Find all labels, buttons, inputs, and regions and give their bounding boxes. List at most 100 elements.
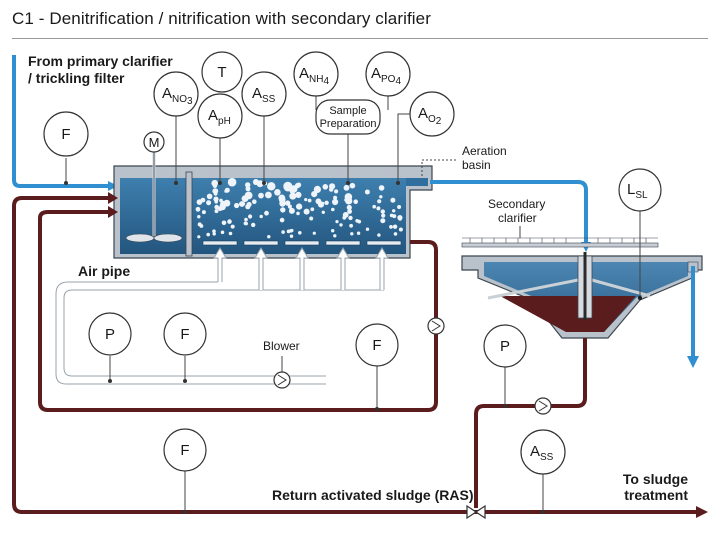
instrument-pressure-air: P [88,312,132,383]
air-bubble [335,220,339,224]
air-bubble [312,231,316,235]
title-divider [12,38,708,39]
instrument-phosphate: APO4 [365,51,411,110]
air-bubble [331,207,335,212]
air-bubble [377,233,381,237]
air-bubble [227,219,232,224]
air-bubble [212,229,216,233]
air-bubble [343,184,350,191]
air-bubble [264,210,269,216]
air-bubble [311,191,318,198]
svg-text:F: F [372,337,381,354]
instrument-suspended-solids-basin: ASS [241,71,287,185]
air-bubble [321,210,325,214]
air-bubble [265,191,272,199]
air-bubble [355,219,359,223]
instrument-sludge-level: LSL [618,168,662,296]
air-bubble [307,198,312,203]
air-bubble [195,206,201,212]
aeration-label-line1: Aeration [462,144,507,158]
air-bubble [377,199,382,204]
air-bubble [309,216,314,221]
air-bubble [392,224,398,229]
air-bubble [228,231,233,236]
air-bubble [212,183,218,188]
air-bubble [350,232,354,236]
air-bubble [206,200,212,206]
air-bubble [285,200,291,206]
air-bubble [286,229,291,234]
air-bubble [223,199,231,207]
instrument-f-inflow: F [43,111,89,185]
air-bubble [304,198,308,202]
air-bubble [332,198,339,206]
air-bubble [251,222,256,228]
blower [273,371,291,389]
air-bubble [315,198,322,205]
svg-text:P: P [500,338,510,355]
page-title: C1 - Denitrification / nitrification wit… [12,9,431,28]
aeration-basin: M [113,131,433,259]
instrument-nitrate: ANO3 [153,71,199,185]
air-risers [213,247,389,290]
air-bubble [378,185,385,191]
air-bubble [289,187,296,194]
svg-text:AO2: AO2 [418,105,442,127]
sludge-lines [12,196,700,514]
air-bubble [397,205,402,209]
air-bubble [246,201,252,208]
air-bubble [356,231,361,235]
air-bubble [245,182,251,188]
air-bubble [197,235,201,239]
air-bubble [342,212,349,218]
air-bubble [206,193,213,200]
svg-text:LSL: LSL [627,181,648,201]
air-bubble [274,189,281,196]
air-bubble [288,207,295,214]
recirculation-pump [427,317,445,335]
air-bubble [320,201,325,206]
air-bubble [267,182,276,191]
air-bubble [259,214,263,219]
air-bubble [283,181,293,191]
air-bubble [334,189,339,194]
air-bubble [214,209,219,214]
sludge-arrowheads [108,192,708,518]
air-bubble [220,230,225,235]
instrument-suspended-solids-ras: ASS [520,429,566,514]
air-bubble [347,209,352,214]
mixer: M [125,131,183,243]
secondary-label-line1: Secondary [488,197,545,211]
air-bubble [380,209,385,214]
air-bubble [390,197,396,203]
air-bubble [248,214,253,219]
air-bubble [219,198,223,203]
air-bubble [290,228,294,233]
svg-text:F: F [180,326,189,343]
air-bubble [287,204,292,209]
svg-text:Preparation: Preparation [320,118,377,130]
instrument-flow-air: F [163,312,207,383]
air-bubble [389,225,393,229]
air-pipe-label: Air pipe [78,263,130,279]
svg-text:APO4: APO4 [371,65,401,87]
svg-text:F: F [180,442,189,459]
air-bubble [245,186,251,192]
air-bubble [221,220,227,226]
ras-label: Return activated sludge (RAS) [272,487,473,503]
svg-text:P: P [105,326,115,343]
air-bubble [324,200,329,205]
air-bubble [294,182,301,189]
air-bubble [303,208,310,215]
secondary-clarifier [461,237,703,368]
instrument-oxygen: AO2 [396,91,455,185]
svg-text:ANH4: ANH4 [299,65,329,87]
air-bubble [393,232,398,236]
air-bubble [224,187,230,193]
instrument-flow-recirculation: F [355,323,399,411]
air-bubble [243,221,248,226]
air-bubble [214,204,219,210]
instrument-ph: ApH [197,93,243,185]
air-bubble [230,224,235,229]
